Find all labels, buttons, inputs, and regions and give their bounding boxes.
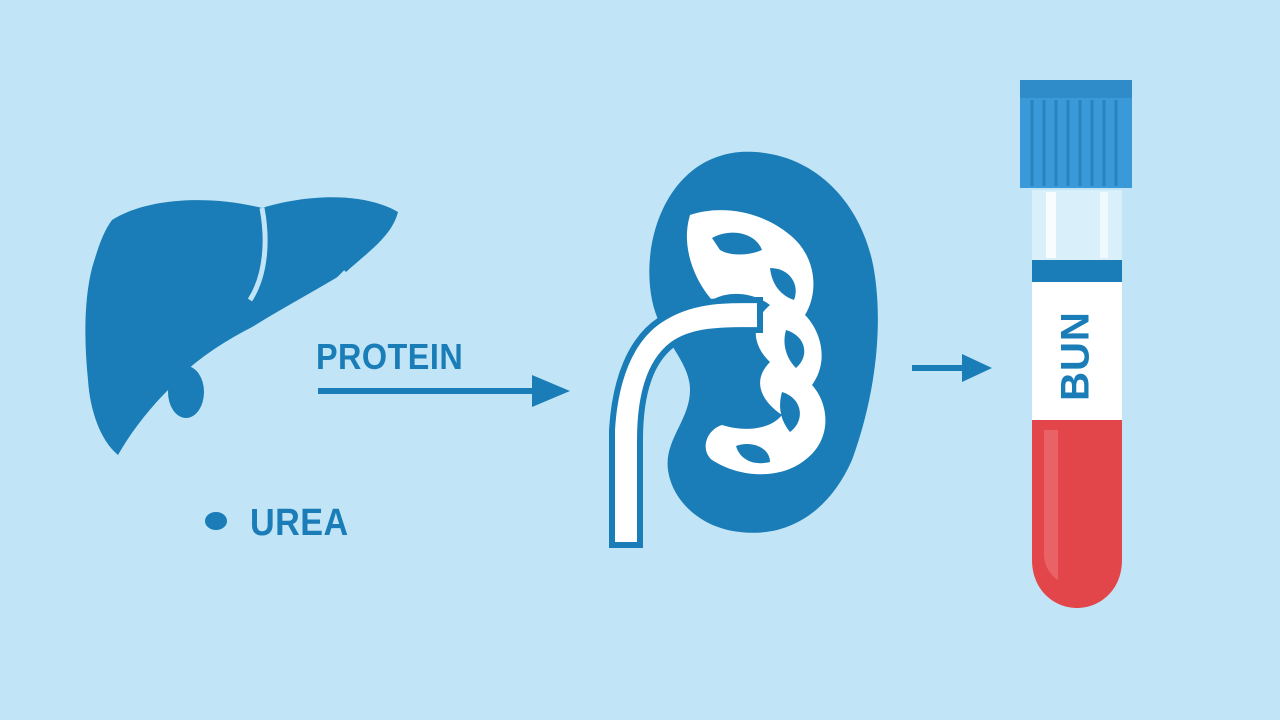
bun-label: BUN — [1053, 311, 1098, 401]
tube-label — [1032, 280, 1122, 420]
tube-band — [1032, 260, 1122, 282]
protein-label: PROTEIN — [316, 336, 464, 377]
arrow-right-icon — [912, 354, 992, 382]
tube-cap-ridges — [1030, 100, 1118, 186]
arrow-right-icon — [318, 375, 570, 407]
ureter-shape — [609, 296, 763, 548]
urea-bullet-icon — [205, 512, 227, 530]
liver-ridge-line — [178, 270, 348, 382]
kidney-icon — [609, 151, 878, 548]
liver-shape — [85, 197, 398, 455]
liver-icon — [85, 197, 398, 455]
urea-label: UREA — [250, 502, 349, 544]
gallbladder-shape — [168, 366, 204, 418]
liver-lobe-line — [247, 207, 268, 302]
blood-test-tube-icon — [1020, 80, 1132, 608]
